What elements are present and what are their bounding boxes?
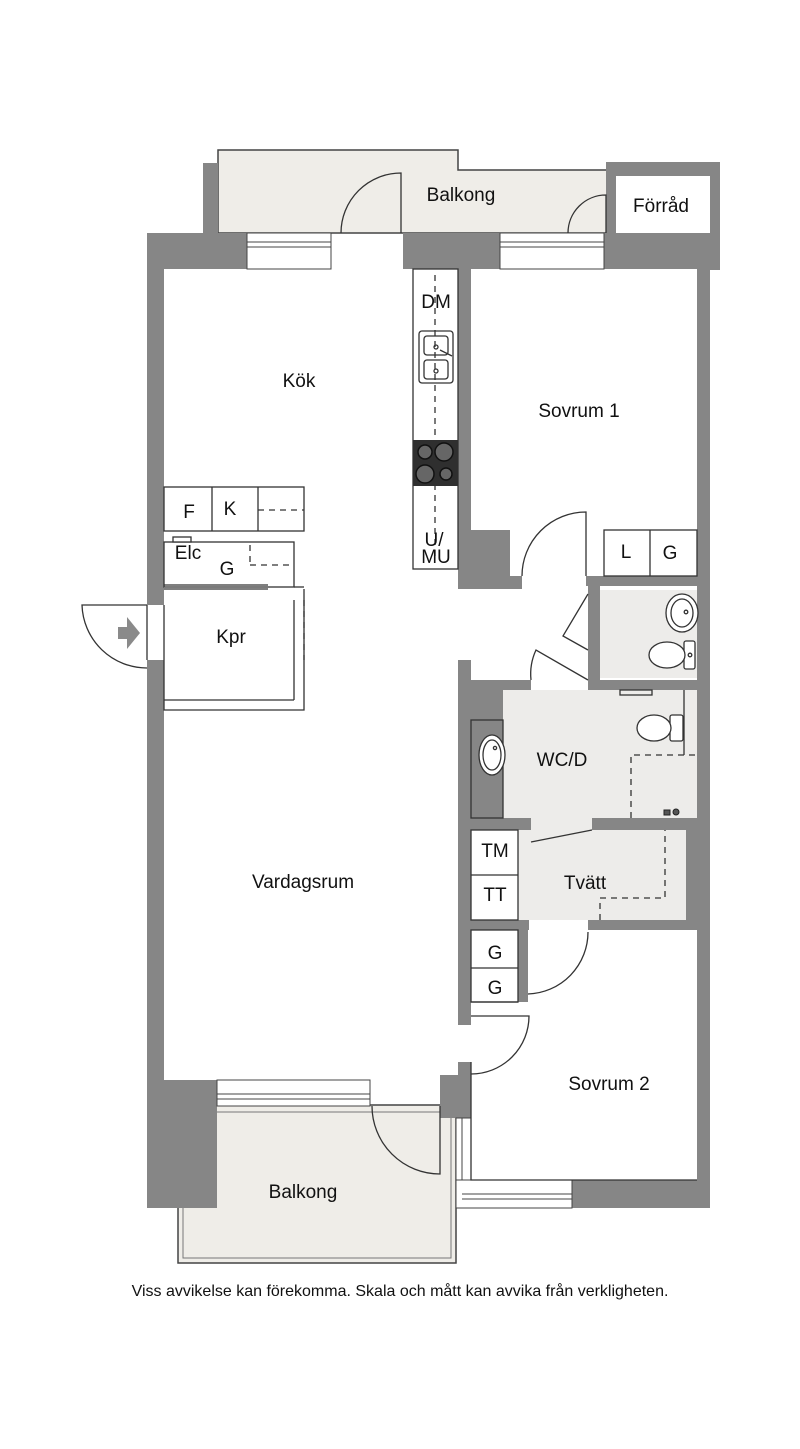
balcony-top-floor [217,149,609,234]
door-forrad [567,194,607,234]
toilet-icon [636,714,684,742]
label-kpr: Kpr [216,627,246,648]
label-elc: Elc [175,543,201,564]
label-sovrum2: Sovrum 2 [568,1074,649,1095]
label-tt: TT [483,885,507,906]
door-sovrum2 [470,1015,530,1075]
label-g-closet1: G [488,943,503,964]
label-mu: MU [421,547,451,568]
tap-icon [663,808,680,816]
balcony-bottom-floor [177,1104,457,1264]
door-sovrum1 [521,511,587,577]
label-balkong-top: Balkong [427,185,496,206]
label-g-closet2: G [488,978,503,999]
floor-plan: Balkong Förråd DM Kök Sovrum 1 F K Elc G… [81,149,720,1264]
label-balkong-bottom: Balkong [269,1182,338,1203]
label-k: K [224,499,237,520]
door-tvatt [530,829,593,843]
stove-icon [413,440,458,486]
door-wc-small [562,593,589,651]
label-sovrum1: Sovrum 1 [538,401,619,422]
label-forrad: Förråd [633,196,689,217]
label-dm: DM [421,292,451,313]
label-wcd: WC/D [537,750,588,771]
label-tm: TM [481,841,508,862]
washbasin-icon [478,734,506,776]
tvatt-floor [518,830,686,920]
sink-icon [418,330,454,384]
label-g-kpr: G [220,559,235,580]
label-g-sov1: G [663,543,678,564]
toilet-icon [648,640,696,670]
label-l: L [621,542,632,563]
room-fills [177,149,697,1264]
disclaimer-text: Viss avvikelse kan förekomma. Skala och … [131,1283,669,1300]
door-wcd [530,649,589,681]
door-balcony-top [340,172,402,234]
label-vardagsrum: Vardagsrum [252,872,354,893]
interior-lines [146,268,698,1181]
washbasin-icon [665,593,699,633]
doors [81,172,607,1175]
door-entrance [81,604,148,669]
walls [147,162,720,1208]
room-labels: Balkong Förråd DM Kök Sovrum 1 F K Elc G… [175,185,689,1203]
label-u: U/ [425,530,445,551]
door-balcony-bottom [371,1105,441,1175]
label-kok: Kök [283,371,316,392]
door-closet-gg [527,931,589,995]
windows [216,232,605,1209]
label-tvatt: Tvätt [564,873,607,894]
entrance-arrow-icon [118,617,140,649]
label-f: F [183,502,195,523]
